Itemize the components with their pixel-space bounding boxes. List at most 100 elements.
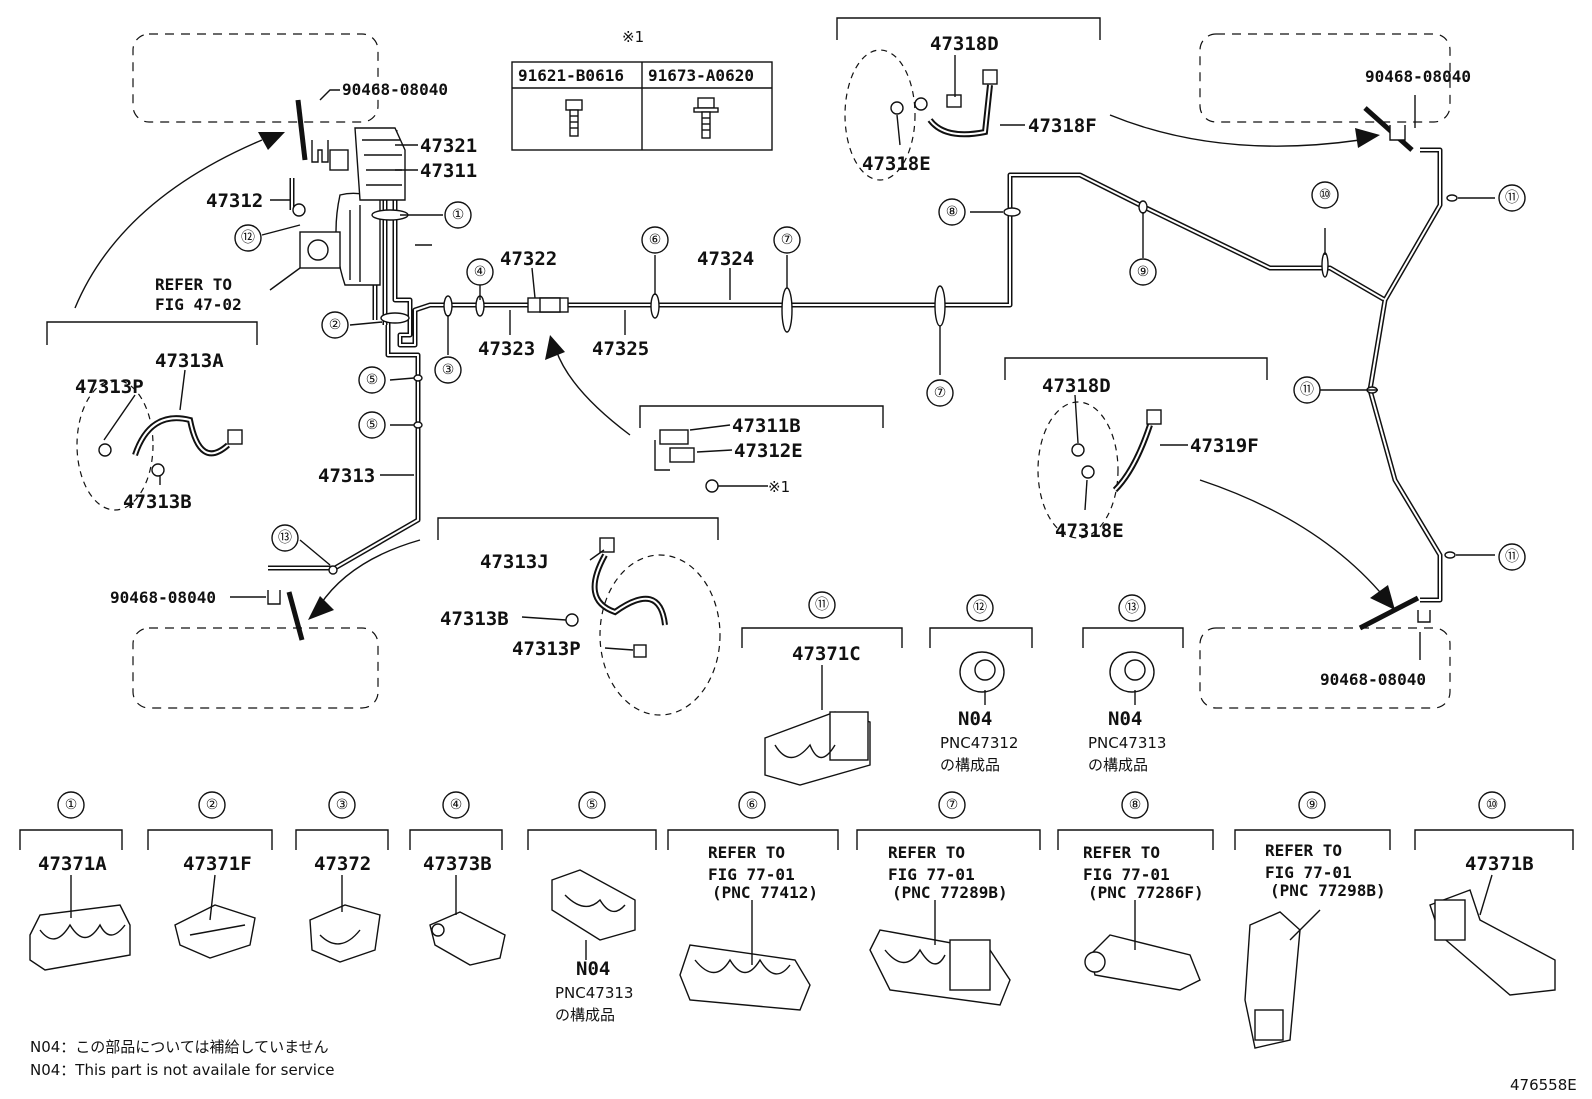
- label-47318E-mid: 47318E: [1055, 520, 1124, 542]
- flex-hose-rear-right: [1037, 401, 1162, 539]
- label-pnc-9: (PNC 77298B): [1270, 881, 1386, 900]
- callout-10: ⑩: [1311, 181, 1339, 209]
- direction-arrows: [74, 114, 1395, 620]
- wheel-area-rear-left: [132, 627, 379, 709]
- label-refer-to: REFER TO: [155, 275, 232, 294]
- bottom-callout-9: ⑨: [1298, 791, 1326, 819]
- label-fig-8: FIG 77-01: [1083, 865, 1170, 884]
- label-fig-9: FIG 77-01: [1265, 863, 1352, 882]
- callout-1: ①: [444, 201, 472, 229]
- bottom-callout-7: ⑦: [938, 791, 966, 819]
- label-47318F: 47318F: [1028, 115, 1097, 137]
- grommet-13: [1109, 651, 1155, 693]
- label-refer-8: REFER TO: [1083, 843, 1160, 862]
- callout-7b: ⑦: [926, 379, 954, 407]
- wheel-area-front-right: [1199, 33, 1451, 123]
- label-47312E: 47312E: [734, 440, 803, 462]
- label-n04-12: N04: [958, 708, 992, 730]
- callout-2: ②: [321, 311, 349, 339]
- label-pnc47313-mid: PNC47313: [1088, 734, 1166, 752]
- svg-text:⑨: ⑨: [1306, 797, 1319, 813]
- callout-11c: ⑪: [1498, 543, 1526, 571]
- svg-text:⑫: ⑫: [973, 600, 987, 616]
- svg-text:⑦: ⑦: [946, 797, 959, 813]
- wheel-area-rear-right: [1199, 627, 1451, 709]
- callout-7a: ⑦: [773, 226, 801, 254]
- label-kouseihin-13: の構成品: [1088, 756, 1148, 774]
- mid-callout-13: ⑬: [1118, 594, 1146, 622]
- svg-text:④: ④: [474, 264, 487, 280]
- svg-text:③: ③: [336, 797, 349, 813]
- svg-text:⑤: ⑤: [366, 372, 379, 388]
- flex-hose-front-right: [844, 49, 998, 181]
- bottom-callout-1: ①: [57, 791, 85, 819]
- svg-text:⑫: ⑫: [241, 230, 255, 246]
- label-mark-1: ※1: [768, 478, 790, 496]
- bolt-part-91673: 91673-A0620: [648, 66, 754, 85]
- label-47321: 47321: [420, 135, 477, 157]
- label-90468-tr: 90468-08040: [1365, 67, 1471, 86]
- svg-text:③: ③: [442, 362, 455, 378]
- bottom-callout-6: ⑥: [738, 791, 766, 819]
- label-kouseihin-5: の構成品: [555, 1006, 615, 1024]
- tube-clip-markers: [292, 194, 1458, 575]
- label-fig-7: FIG 77-01: [888, 865, 975, 884]
- bolt-table-mark: ※1: [622, 28, 644, 46]
- svg-text:②: ②: [329, 317, 342, 333]
- label-47318E-top: 47318E: [862, 153, 931, 175]
- clip-47371C: [764, 711, 871, 786]
- note-english: N04：This part is not availale for servic…: [30, 1061, 334, 1079]
- bottom-callout-3: ③: [328, 791, 356, 819]
- svg-text:⑥: ⑥: [746, 797, 759, 813]
- callout-12: ⑫: [234, 224, 262, 252]
- label-n04-13: N04: [1108, 708, 1142, 730]
- label-47373B: 47373B: [423, 853, 492, 875]
- label-47322: 47322: [500, 248, 557, 270]
- svg-text:⑥: ⑥: [649, 232, 662, 248]
- svg-text:①: ①: [65, 797, 78, 813]
- label-47371F: 47371F: [183, 853, 252, 875]
- mid-part-labels: ⑪ 47371C ⑫ N04 PNC47312 の構成品 ⑬ N04 PNC47…: [792, 591, 1166, 774]
- label-47311: 47311: [420, 160, 477, 182]
- svg-text:⑪: ⑪: [1300, 382, 1314, 398]
- part-labels: 90468-08040 47321 47311 47312 REFER TO F…: [75, 33, 1577, 1094]
- svg-text:⑦: ⑦: [781, 232, 794, 248]
- label-refer-6: REFER TO: [708, 843, 785, 862]
- label-47371A: 47371A: [38, 853, 107, 875]
- label-refer-9: REFER TO: [1265, 841, 1342, 860]
- label-47313B-left: 47313B: [123, 491, 192, 513]
- label-47318D-top: 47318D: [930, 33, 999, 55]
- svg-text:⑨: ⑨: [1137, 264, 1150, 280]
- label-90468-bl: 90468-08040: [110, 588, 216, 607]
- label-pnc-7: (PNC 77289B): [892, 883, 1008, 902]
- svg-text:⑤: ⑤: [586, 797, 599, 813]
- label-47313: 47313: [318, 465, 375, 487]
- mid-callout-11: ⑪: [808, 591, 836, 619]
- svg-text:⑩: ⑩: [1319, 187, 1332, 203]
- callout-4: ④: [466, 258, 494, 286]
- callout-13: ⑬: [271, 524, 299, 552]
- flange-bolt-icon: [693, 97, 719, 139]
- label-47313P-mid: 47313P: [512, 638, 581, 660]
- label-refer-7: REFER TO: [888, 843, 965, 862]
- callout-9: ⑨: [1129, 258, 1157, 286]
- svg-text:①: ①: [452, 207, 465, 223]
- label-47312: 47312: [206, 190, 263, 212]
- label-47313P-left: 47313P: [75, 376, 144, 398]
- mid-callout-12: ⑫: [966, 594, 994, 622]
- label-47313B-mid: 47313B: [440, 608, 509, 630]
- callout-11b: ⑪: [1293, 376, 1321, 404]
- svg-text:⑪: ⑪: [1505, 190, 1519, 206]
- svg-text:⑤: ⑤: [366, 417, 379, 433]
- label-pnc-6: (PNC 77412): [712, 883, 818, 902]
- callout-3: ③: [434, 356, 462, 384]
- bottom-part-labels: ① 47371A ② 47371F ③ 47372 ④ 47373B ⑤ N04…: [38, 791, 1534, 1024]
- svg-text:⑬: ⑬: [1125, 600, 1139, 616]
- label-fig-6: FIG 77-01: [708, 865, 795, 884]
- bottom-callout-4: ④: [442, 791, 470, 819]
- leader-lines: [70, 55, 1495, 965]
- svg-text:⑪: ⑪: [1505, 549, 1519, 565]
- callout-5a: ⑤: [358, 366, 386, 394]
- callout-5b: ⑤: [358, 411, 386, 439]
